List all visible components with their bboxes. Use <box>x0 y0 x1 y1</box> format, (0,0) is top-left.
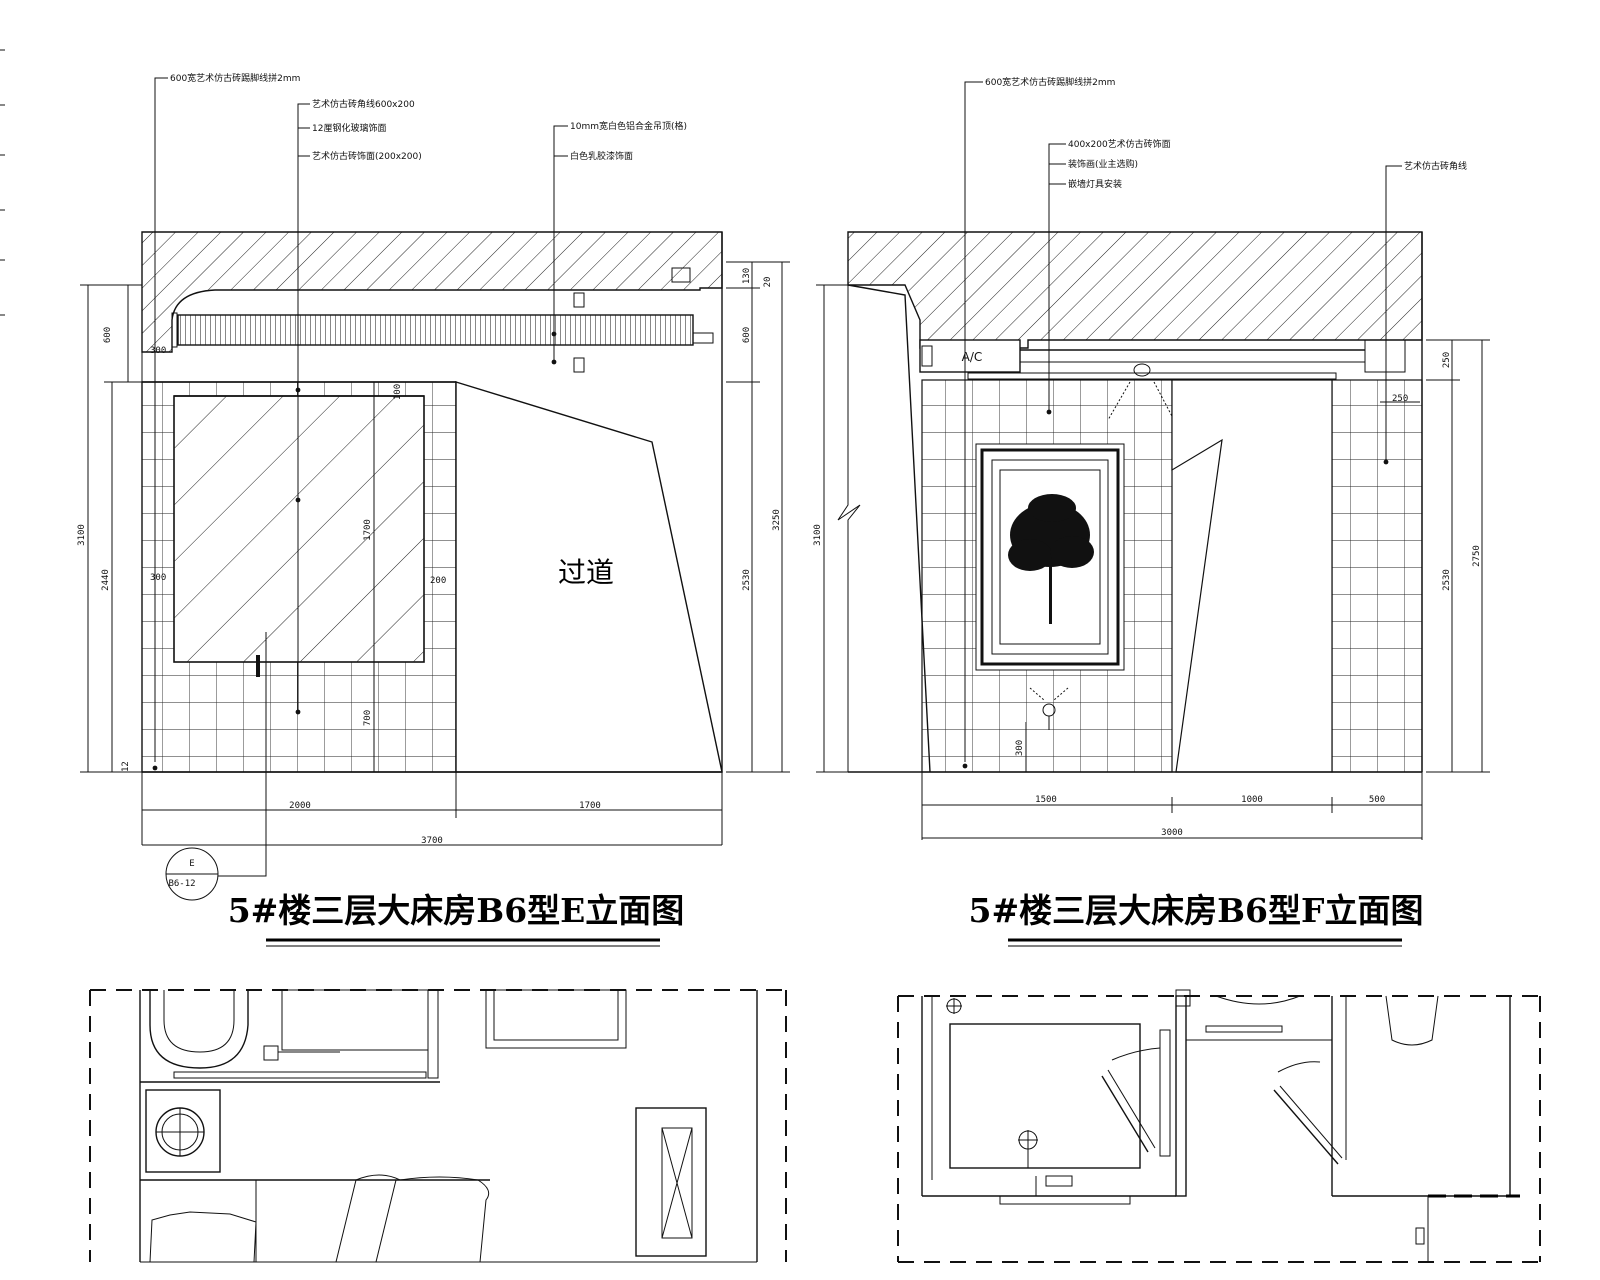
wall-sconce <box>1029 687 1069 730</box>
framed-painting <box>975 443 1125 671</box>
callout-e-4: 艺术仿古砖饰面(200x200) <box>312 150 422 162</box>
plan-right <box>897 989 1541 1263</box>
floor-drain-plan <box>145 1089 221 1173</box>
dim-lines-f-right <box>1380 339 1490 773</box>
sheet-edge-ticks <box>0 49 5 316</box>
dim-f-1500: 1500 <box>1035 795 1057 805</box>
dim-e-1700-bottom: 1700 <box>579 801 601 811</box>
dim-f-3100: 3100 <box>813 524 823 546</box>
callout-f-5: 艺术仿古砖角线 <box>1404 160 1467 172</box>
elevation-f: A/C <box>813 76 1490 947</box>
dim-e-700: 700 <box>363 710 373 726</box>
callout-e-2: 艺术仿古砖角线600x200 <box>312 98 415 110</box>
callout-f-1: 600宽艺术仿古砖踢脚线拼2mm <box>985 76 1115 88</box>
callout-e-1: 600宽艺术仿古砖踢脚线拼2mm <box>170 72 300 84</box>
dim-e-300-a: 300 <box>150 346 166 356</box>
doorway-opening-f <box>1171 379 1333 773</box>
dim-lines-e-left <box>80 284 142 773</box>
dim-e-130: 130 <box>742 268 752 284</box>
dim-e-12: 12 <box>121 761 131 772</box>
tree-icon <box>1008 494 1094 624</box>
dim-f-250-b: 250 <box>1392 394 1408 404</box>
dim-e-200: 200 <box>430 576 446 586</box>
callout-e-3: 12厘钢化玻璃饰面 <box>312 122 386 134</box>
cornice-detail <box>671 267 691 283</box>
callout-e-6: 白色乳胶漆饰面 <box>570 150 633 162</box>
dim-e-1700: 1700 <box>363 519 373 541</box>
dim-f-3000: 3000 <box>1161 828 1183 838</box>
dim-lines-e-bottom <box>141 802 723 846</box>
dim-e-100: 100 <box>393 384 403 400</box>
ceiling-fixture-lower <box>573 357 585 373</box>
dim-f-500: 500 <box>1369 795 1385 805</box>
svg-text:E: E <box>189 859 194 869</box>
ceiling-slab-hatch-f <box>847 231 1423 349</box>
dim-e-3250: 3250 <box>772 509 782 531</box>
plan-left <box>89 989 787 1263</box>
ceiling-fixture-upper <box>573 292 585 308</box>
section-mark-e: E B6-12 <box>165 847 219 901</box>
corridor-label: 过道 <box>558 556 614 589</box>
dim-f-1000: 1000 <box>1241 795 1263 805</box>
callout-f-2: 400x200艺术仿古砖饰面 <box>1068 138 1171 150</box>
dim-e-3700: 3700 <box>421 836 443 846</box>
leaders-f <box>964 81 1402 762</box>
elevation-f-title: 5#楼三层大床房B6型F立面图 <box>969 891 1424 930</box>
dim-f-250-a: 250 <box>1442 352 1452 368</box>
dim-e-20: 20 <box>763 277 773 288</box>
callout-e-5: 10mm宽白色铝合金吊顶(格) <box>570 120 687 132</box>
elevation-e: 600宽艺术仿古砖踢脚线拼2mm 艺术仿古砖角线600x200 12厘钢化玻璃饰… <box>77 72 790 947</box>
dim-e-2440: 2440 <box>101 569 111 591</box>
svg-text:B6-12: B6-12 <box>168 879 195 889</box>
dim-f-2750: 2750 <box>1472 545 1482 567</box>
callout-f-3: 装饰画(业主选购) <box>1068 158 1138 170</box>
toilet-plan <box>149 990 249 1069</box>
dim-e-300-b: 300 <box>150 573 166 583</box>
dim-f-300: 300 <box>1015 740 1025 756</box>
dim-e-2000: 2000 <box>289 801 311 811</box>
callout-f-4: 嵌墙灯具安装 <box>1068 178 1122 190</box>
elevation-e-title: 5#楼三层大床房B6型E立面图 <box>228 891 685 930</box>
slatted-ceiling <box>177 314 694 346</box>
dim-e-2530: 2530 <box>742 569 752 591</box>
dim-e-600-right: 600 <box>742 327 752 343</box>
ac-label: A/C <box>962 350 983 364</box>
dim-e-3100: 3100 <box>77 524 87 546</box>
dim-lines-e-right <box>726 261 790 773</box>
dim-f-2530: 2530 <box>1442 569 1452 591</box>
leaders-e <box>154 77 568 877</box>
dim-lines-f-bottom <box>921 797 1423 839</box>
dim-e-600-left: 600 <box>103 327 113 343</box>
ac-unit <box>919 339 1021 373</box>
